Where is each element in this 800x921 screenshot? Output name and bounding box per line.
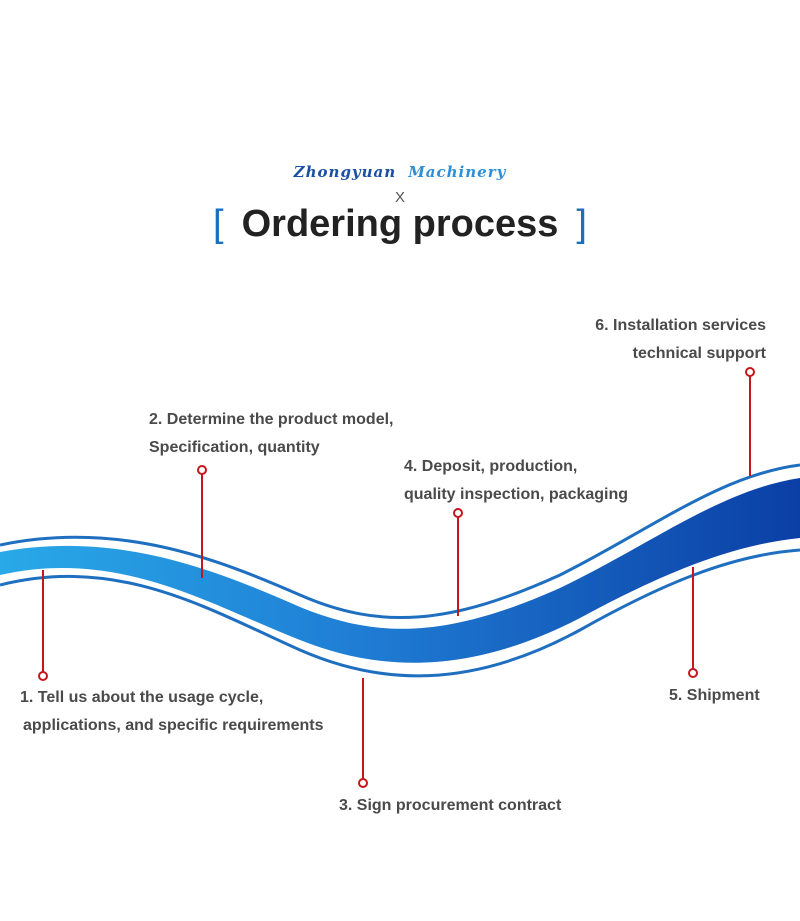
wave-lower-outline — [0, 548, 800, 678]
brand-logo: Zhongyuan Machinery — [0, 163, 800, 181]
page-title: [ Ordering process] — [0, 203, 800, 246]
step-marker-5 — [688, 567, 698, 678]
step-marker-3 — [358, 678, 368, 788]
title-open-bracket: [ — [213, 203, 224, 245]
step-marker-1 — [38, 570, 48, 681]
step-label-2: 2. Determine the product model, Specific… — [149, 411, 394, 456]
step-label-6: 6. Installation services technical suppo… — [595, 317, 766, 362]
step-marker-6 — [745, 367, 755, 476]
wave-upper-outline — [0, 463, 800, 620]
step-label-4: 4. Deposit, production, quality inspecti… — [404, 458, 629, 503]
brand-word-1: Zhongyuan — [293, 163, 397, 181]
step-label-3: 3. Sign procurement contract — [339, 797, 562, 814]
title-text: Ordering process — [241, 203, 559, 245]
step-label-5: 5. Shipment — [669, 687, 760, 704]
brand-separator: X — [394, 189, 405, 206]
step-marker-2 — [197, 465, 207, 578]
title-close-bracket: ] — [576, 203, 587, 245]
step-marker-4 — [453, 508, 463, 616]
brand-word-2: Machinery — [408, 163, 507, 181]
step-label-1: 1. Tell us about the usage cycle, applic… — [20, 689, 324, 734]
wave-ribbon — [0, 478, 800, 663]
